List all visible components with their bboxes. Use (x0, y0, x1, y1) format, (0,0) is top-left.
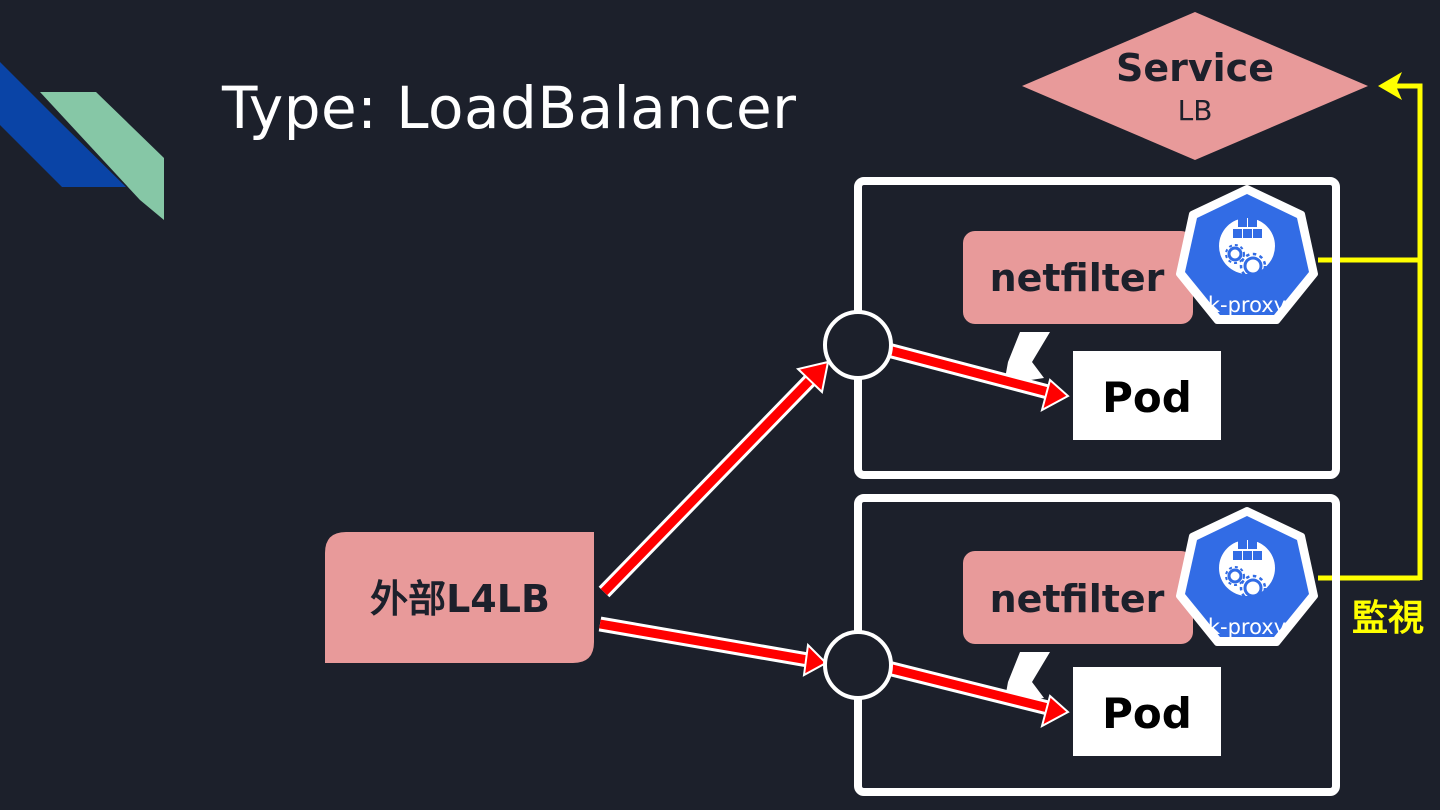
kproxy-icon-2: k-proxy (1179, 510, 1315, 643)
kproxy-label-2: k-proxy (1208, 615, 1286, 639)
netfilter-label-1: netfilter (990, 256, 1165, 300)
traffic-arrow-node2-pod (886, 660, 1070, 728)
node-entry-port-2 (823, 630, 893, 700)
pod-box-2: Pod (1073, 667, 1221, 756)
pod-label-1: Pod (1102, 373, 1192, 422)
accent-stripe-green (40, 92, 164, 220)
watch-arrowhead (1378, 72, 1402, 100)
watch-label: 監視 (1352, 598, 1424, 639)
traffic-arrow-lb-node2 (598, 616, 828, 677)
traffic-arrow-lb-node1 (598, 360, 830, 598)
netfilter-label-2: netfilter (990, 577, 1165, 621)
netfilter-rule-arrow-1 (1004, 332, 1050, 384)
slide-title: Type: LoadBalancer (222, 74, 797, 142)
pod-box-1: Pod (1073, 351, 1221, 440)
service-label: Service (1116, 46, 1274, 90)
external-lb-label: 外部L4LB (370, 577, 550, 621)
netfilter-box-1: netfilter (963, 231, 1193, 324)
traffic-arrow-node1-pod (886, 342, 1070, 412)
kproxy-label-1: k-proxy (1208, 293, 1286, 317)
pod-label-2: Pod (1102, 689, 1192, 738)
accent-stripe-blue (0, 62, 126, 187)
netfilter-rule-arrow-2 (1004, 652, 1050, 704)
service-sublabel: LB (1178, 94, 1213, 127)
node-entry-port-1 (823, 310, 893, 380)
kproxy-icon-1: k-proxy (1179, 188, 1315, 321)
netfilter-box-2: netfilter (963, 551, 1193, 644)
service-diamond: Service LB (1022, 12, 1368, 160)
external-lb-box: 外部L4LB (325, 532, 594, 663)
